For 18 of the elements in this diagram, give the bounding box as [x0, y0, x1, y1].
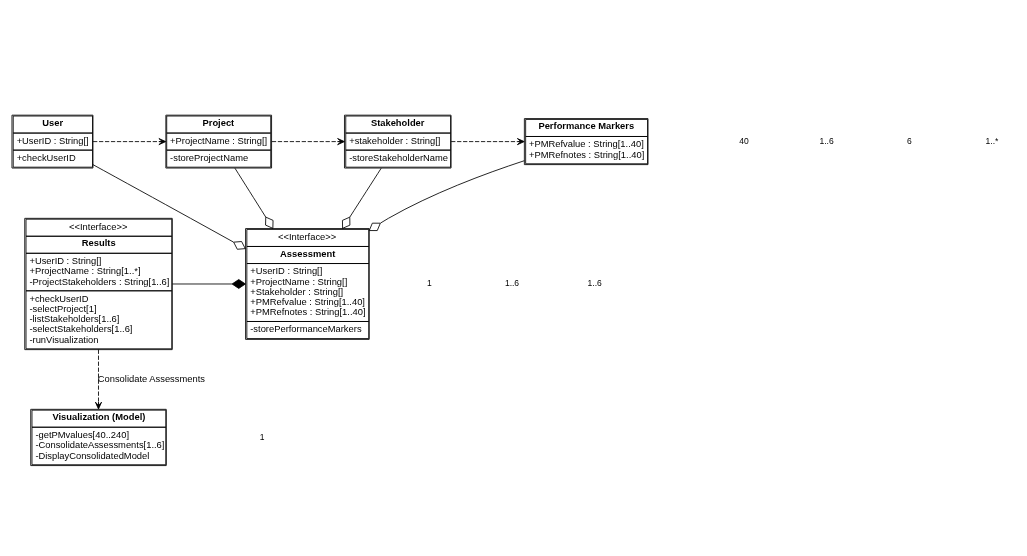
- connector: [92, 164, 246, 250]
- connector: [342, 167, 382, 229]
- label: 1..6: [819, 135, 834, 146]
- label: 1: [259, 431, 265, 442]
- label: 1..6: [504, 278, 520, 289]
- label: 1..6: [587, 278, 602, 289]
- edge-label: Consolidate Assessments: [97, 373, 205, 384]
- connector: [234, 167, 274, 229]
- label: 40: [739, 135, 749, 146]
- label: 1: [426, 278, 432, 289]
- connector: [171, 279, 246, 289]
- arrow: [95, 349, 102, 410]
- arrow: [92, 138, 167, 146]
- label: 1..*: [985, 135, 999, 146]
- arrow: [450, 138, 525, 146]
- connector: [368, 160, 525, 231]
- label: 6: [906, 135, 912, 146]
- arrow: [271, 138, 345, 146]
